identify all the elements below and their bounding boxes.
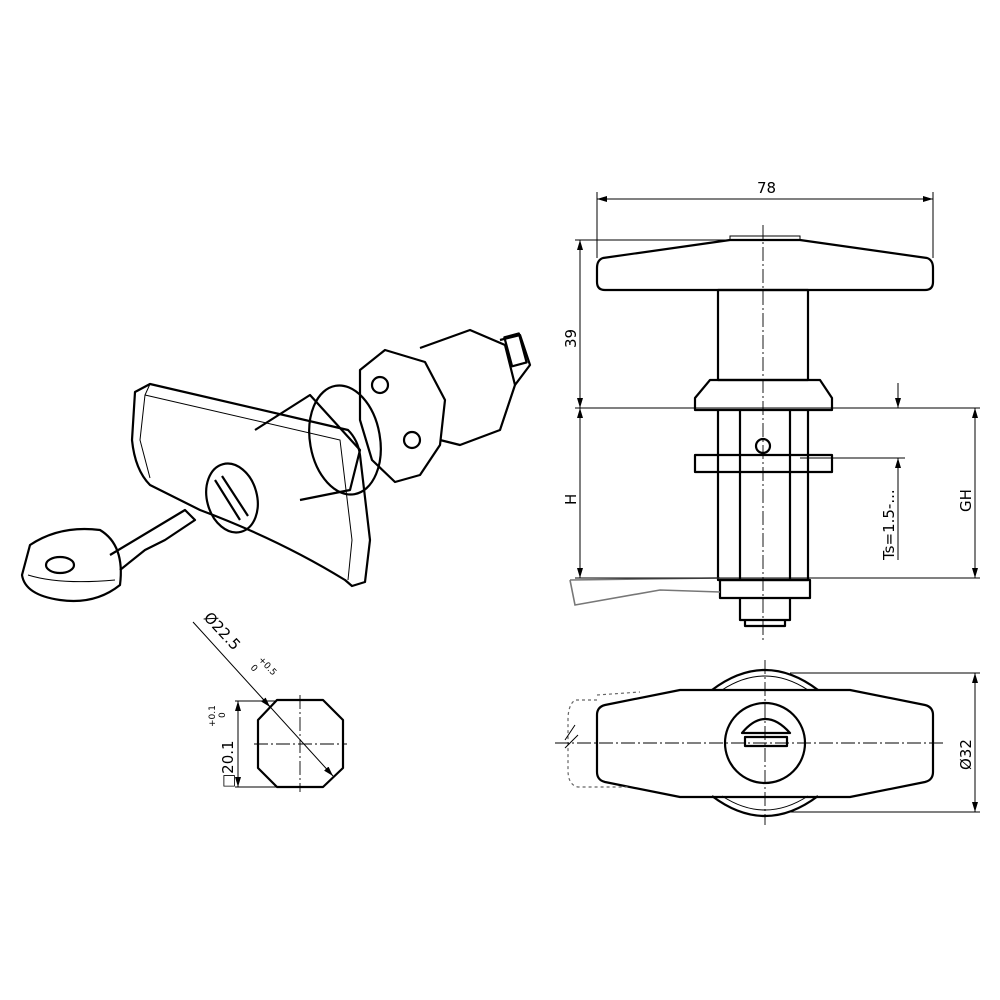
h-label: H <box>562 494 580 505</box>
cutout-shape <box>256 698 345 789</box>
diameter-dim-label: Ø22.5 <box>200 608 244 653</box>
front-collar <box>693 378 834 412</box>
front-view: 78 39 H GH Ts=1.5-... <box>562 179 980 640</box>
iso-handle <box>130 382 372 588</box>
front-nut <box>693 453 834 474</box>
square-tol-upper: +0.1 <box>208 705 218 727</box>
top-diameter-label: Ø32 <box>957 739 975 770</box>
iso-key <box>20 508 197 603</box>
iso-keyhole <box>205 462 259 534</box>
ts-label: Ts=1.5-... <box>880 489 898 561</box>
key-slot <box>743 735 789 748</box>
iso-nut <box>358 348 447 484</box>
gh-label: GH <box>957 489 975 512</box>
isometric-view <box>20 328 532 603</box>
square-dim-label: □20.1 <box>219 740 237 788</box>
top-view: Ø32 <box>555 660 980 825</box>
width-dim-label: 78 <box>757 179 776 197</box>
handle-height-label: 39 <box>562 329 580 348</box>
diameter-tol-lower: 0 <box>248 663 259 674</box>
square-tol-lower: 0 <box>218 712 228 718</box>
front-handle <box>595 238 935 292</box>
front-cam <box>569 577 721 606</box>
iso-body <box>419 328 517 447</box>
iso-stem <box>254 393 362 502</box>
panel-cutout-view: □20.1 +0.1 0 Ø22.5 +0.5 0 <box>192 608 347 792</box>
top-handle <box>595 688 935 799</box>
